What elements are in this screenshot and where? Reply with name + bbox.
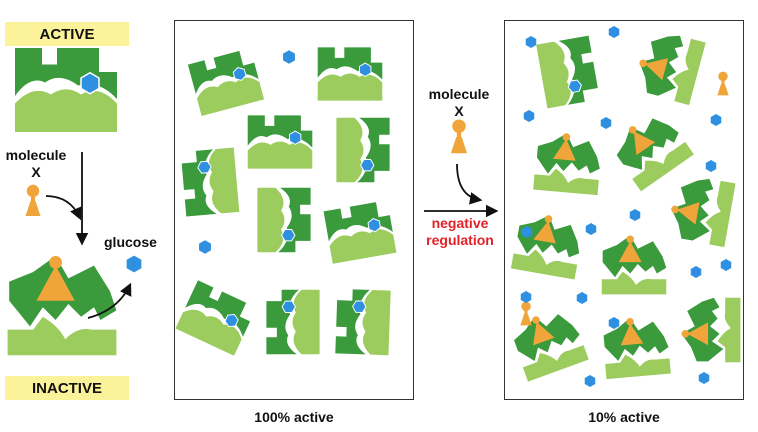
molecule-x-icon-left — [25, 184, 41, 216]
negative-regulation-label: negative regulation — [414, 215, 506, 249]
glucose-free — [283, 50, 295, 64]
negative-regulation-line1: negative — [431, 215, 489, 231]
active-label: ACTIVE — [39, 25, 95, 43]
inactive-enzymes-cluster — [507, 27, 741, 382]
molecule-x-label-middle: molecule X — [414, 86, 504, 120]
caption-10-active: 10% active — [504, 409, 744, 425]
molecule-x-label-left: molecule X — [0, 147, 76, 181]
caption-10-active-text: 10% active — [588, 409, 660, 425]
inactive-enzyme — [7, 256, 117, 356]
glucose-label-text: glucose — [104, 234, 157, 250]
molecule-x-label-left-line2: X — [31, 164, 41, 180]
caption-100-active: 100% active — [174, 409, 414, 425]
glucose-label: glucose — [104, 234, 157, 250]
glucose-free — [199, 240, 211, 254]
negative-regulation-line2: regulation — [426, 232, 494, 248]
molecule-x-label-middle-line2: X — [454, 103, 464, 119]
active-enzyme — [14, 47, 118, 133]
molecule-x-icon-middle — [450, 119, 468, 154]
inactive-label: INACTIVE — [31, 379, 102, 397]
active-enzymes-cluster — [175, 46, 397, 357]
molecule-x-label-left-line1: molecule — [5, 147, 67, 163]
molecule-x-label-middle-line1: molecule — [428, 86, 490, 102]
active-banner: ACTIVE — [5, 22, 129, 46]
caption-100-active-text: 100% active — [254, 409, 334, 425]
inactive-banner: INACTIVE — [5, 376, 129, 400]
glucose-icon — [126, 255, 142, 273]
